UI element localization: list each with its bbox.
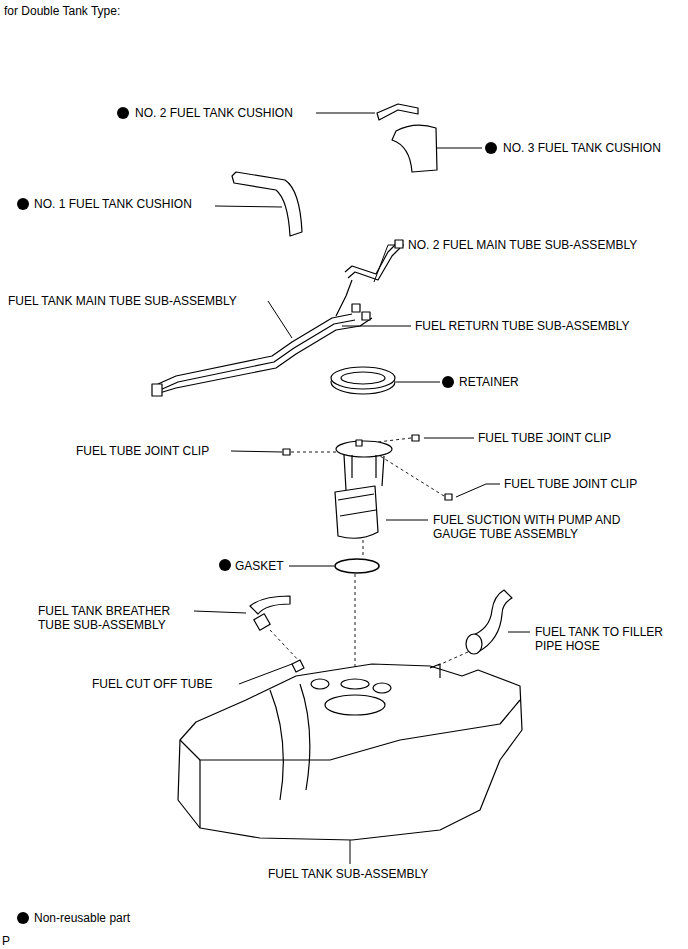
- part-label: NO. 2 FUEL MAIN TUBE SUB-ASSEMBLY: [408, 238, 637, 252]
- diagram-title: for Double Tank Type:: [4, 4, 120, 18]
- part-label: RETAINER: [459, 375, 519, 389]
- part-label: GASKET: [235, 559, 284, 573]
- part-label: FUEL TUBE JOINT CLIP: [504, 477, 637, 491]
- part-label: NO. 1 FUEL TANK CUSHION: [34, 197, 192, 211]
- part-label: FUEL CUT OFF TUBE: [92, 677, 212, 691]
- part-label: FUEL TANK BREATHER TUBE SUB-ASSEMBLY: [38, 604, 183, 632]
- part-label: FUEL TUBE JOINT CLIP: [478, 431, 611, 445]
- part-label: NO. 2 FUEL TANK CUSHION: [135, 106, 293, 120]
- part-label: FUEL TANK MAIN TUBE SUB-ASSEMBLY: [8, 294, 237, 308]
- part-label: FUEL RETURN TUBE SUB-ASSEMBLY: [415, 319, 630, 333]
- legend-text: Non-reusable part: [34, 911, 130, 925]
- part-label: FUEL TANK TO FILLER PIPE HOSE: [535, 625, 683, 653]
- part-label: P: [2, 934, 10, 948]
- part-label: NO. 3 FUEL TANK CUSHION: [503, 141, 661, 155]
- part-label: FUEL TANK SUB-ASSEMBLY: [268, 867, 428, 881]
- part-label: FUEL TUBE JOINT CLIP: [76, 444, 209, 458]
- part-label: FUEL SUCTION WITH PUMP AND GAUGE TUBE AS…: [433, 513, 628, 541]
